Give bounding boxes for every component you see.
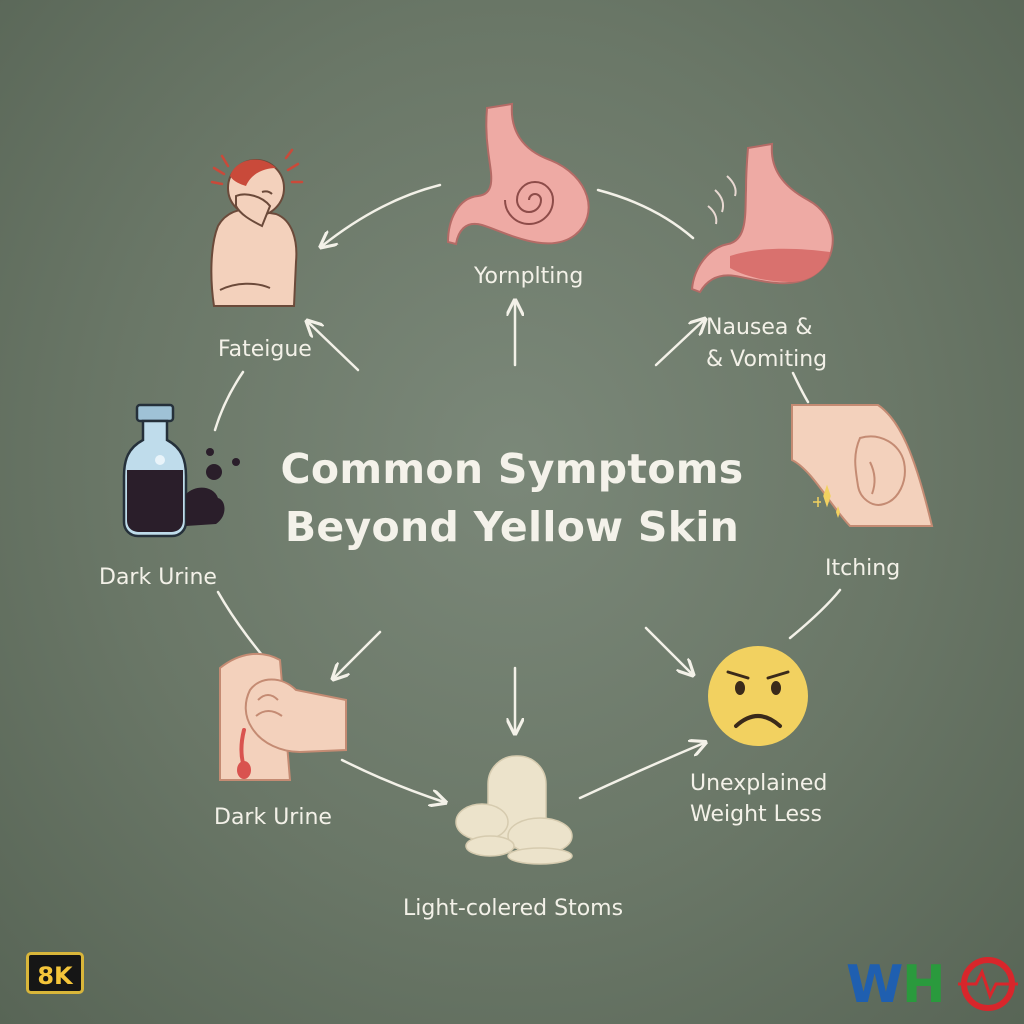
scratching-hand-icon bbox=[791, 404, 934, 527]
resolution-badge: 8K bbox=[26, 952, 84, 994]
svg-text:H: H bbox=[902, 955, 943, 1015]
arrow-inner-topleft bbox=[308, 322, 360, 372]
title-line-2: Beyond Yellow Skin bbox=[284, 503, 740, 551]
arrow-bottomleft-to-bottom bbox=[340, 758, 444, 802]
label-left: Dark Urine bbox=[99, 565, 217, 590]
stomach-icon bbox=[690, 142, 834, 294]
connector-left-to-bottomleft bbox=[216, 590, 264, 657]
label-top-left: Fateigue bbox=[218, 337, 312, 362]
tired-person-icon bbox=[210, 148, 304, 307]
label-top-right-line-1: Nausea & bbox=[706, 315, 813, 340]
diagram-title: Common Symptoms Beyond Yellow Skin bbox=[262, 440, 762, 556]
connector-top-to-topright bbox=[596, 188, 695, 240]
svg-text:W: W bbox=[846, 955, 902, 1015]
bottle-icon bbox=[122, 403, 240, 538]
connector-left-to-topleft bbox=[213, 370, 245, 432]
label-bottom-right-line-2: Weight Less bbox=[690, 802, 822, 827]
who-logo: W H bbox=[846, 955, 1018, 1015]
arrow-top-to-topleft bbox=[322, 183, 442, 246]
arrow-bottomright-to-bottom bbox=[578, 743, 704, 800]
label-top-right-line-2: & Vomiting bbox=[706, 347, 828, 372]
arrow-inner-bottomleft bbox=[334, 630, 382, 678]
scratching-skin-icon bbox=[219, 652, 347, 781]
stomach-swirl-icon bbox=[446, 102, 590, 246]
connector-right-to-bottomright bbox=[788, 588, 842, 640]
arrow-inner-topright bbox=[654, 320, 704, 367]
label-top-right: Nausea & & Vomiting bbox=[706, 312, 827, 376]
connector-topright-to-right bbox=[791, 371, 810, 404]
label-bottom-right: Unexplained Weight Less bbox=[690, 768, 827, 830]
label-bottom-left: Dark Urine bbox=[214, 805, 332, 830]
label-right: Itching bbox=[825, 556, 901, 581]
arrow-inner-bottomright bbox=[644, 626, 692, 674]
title-line-1: Common Symptoms bbox=[280, 445, 744, 493]
label-bottom-right-line-1: Unexplained bbox=[690, 771, 828, 796]
pale-stool-icon bbox=[455, 755, 573, 865]
label-top: Yornplting bbox=[474, 264, 584, 289]
sad-face-icon bbox=[708, 646, 808, 746]
label-bottom: Light-colered Stoms bbox=[403, 896, 624, 921]
